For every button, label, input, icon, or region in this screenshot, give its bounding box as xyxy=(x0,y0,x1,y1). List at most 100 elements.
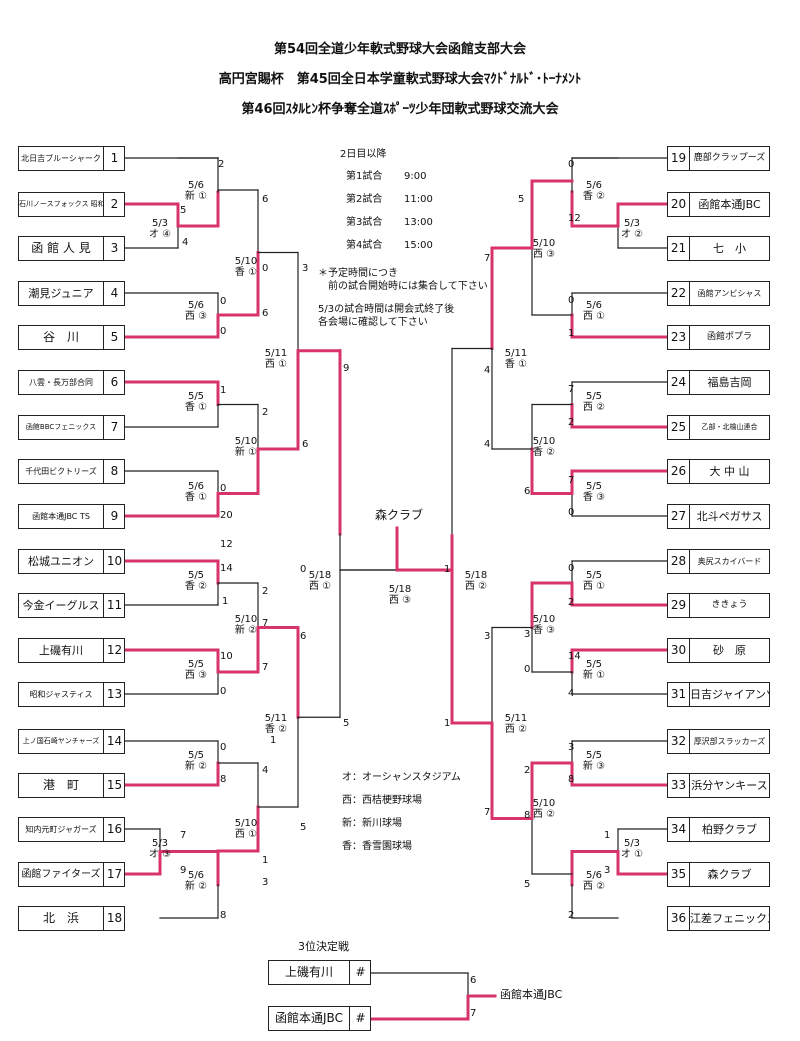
score-36: 12 xyxy=(220,539,233,550)
match-venue-21: 西 ① xyxy=(582,311,606,322)
score-22: 6 xyxy=(300,631,307,642)
right-team-number-34: 34 xyxy=(668,818,690,841)
schedule-row-4-time: 15:00 xyxy=(404,240,433,251)
note-line-4: 各会場に確認して下さい xyxy=(318,317,428,328)
score-43: 4 xyxy=(484,365,491,376)
score-15: 20 xyxy=(220,510,233,521)
third-place-winner: 函館本通JBC xyxy=(500,988,563,1001)
match-date-33: 5/3 xyxy=(623,838,641,849)
match-date-10: 5/5 xyxy=(187,570,205,581)
match-venue-9: 西 ① xyxy=(308,581,332,592)
match-date-9: 5/18 xyxy=(308,570,332,581)
score-65: 1 xyxy=(444,718,451,729)
match-venue-13: 香 ② xyxy=(264,724,288,735)
score-17: 1 xyxy=(222,596,229,607)
match-date-11: 5/10 xyxy=(234,614,258,625)
match-venue-30: 西 ② xyxy=(504,724,528,735)
score-49: 0 xyxy=(568,507,575,518)
match-venue-17: 新 ② xyxy=(184,881,208,892)
right-team-number-26: 26 xyxy=(668,460,690,483)
right-team-name-20: 函館本通JBC xyxy=(698,198,761,211)
score-26: 8 xyxy=(220,774,227,785)
right-team-number-33: 33 xyxy=(668,774,690,797)
note-line-3: 5/3の試合時間は開会式終了後 xyxy=(318,304,455,315)
left-team-number-1: 1 xyxy=(103,147,125,170)
left-team-name-15: 港 町 xyxy=(42,778,79,792)
schedule-row-3-time: 13:00 xyxy=(404,217,433,228)
score-41: 7 xyxy=(484,253,491,264)
score-64: 2 xyxy=(568,910,575,921)
match-date-35: 5/18 xyxy=(388,584,412,595)
score-34: 7 xyxy=(262,618,269,629)
schedule-heading: 2日目以降 xyxy=(340,149,387,160)
match-venue-1: 新 ① xyxy=(184,191,208,202)
right-team-name-24: 福島吉岡 xyxy=(707,376,752,389)
score-5: 0 xyxy=(262,263,269,274)
score-46: 2 xyxy=(568,417,575,428)
match-date-25: 5/5 xyxy=(585,481,603,492)
third-place-score-2: 7 xyxy=(470,1008,477,1019)
right-team-name-22: 函館アンビシャス xyxy=(697,289,762,298)
third-place-team-2-name: 函館本通JBC xyxy=(275,1011,343,1025)
match-date-2: 5/3 xyxy=(151,218,169,229)
score-51: 0 xyxy=(568,563,575,574)
match-date-6: 5/5 xyxy=(187,391,205,402)
score-10: 0 xyxy=(220,326,227,337)
left-team-name-8: 千代田ビクトリーズ xyxy=(25,467,97,476)
score-48: 6 xyxy=(524,486,531,497)
left-team-number-2: 2 xyxy=(103,193,125,216)
score-57: 3 xyxy=(568,742,575,753)
score-16: 14 xyxy=(220,563,233,574)
right-team-number-24: 24 xyxy=(668,371,690,394)
score-12: 1 xyxy=(220,385,227,396)
match-date-31: 5/5 xyxy=(585,750,603,761)
match-venue-4: 西 ③ xyxy=(184,311,208,322)
score-20: 7 xyxy=(262,662,269,673)
venue-legend-2: 西：西桔梗野球場 xyxy=(342,795,422,806)
score-38: 12 xyxy=(568,213,581,224)
third-place-team-1: 上磯有川 # xyxy=(268,960,371,985)
third-place-title: 3位決定戦 xyxy=(298,940,349,953)
score-50: 1 xyxy=(444,564,451,575)
right-team-number-35: 35 xyxy=(668,863,690,886)
score-58: 2 xyxy=(524,765,531,776)
match-date-15: 5/3 xyxy=(151,838,169,849)
score-27: 7 xyxy=(180,830,187,841)
right-team-number-25: 25 xyxy=(668,416,690,439)
match-venue-14: 新 ② xyxy=(184,761,208,772)
score-59: 8 xyxy=(568,774,575,785)
right-team-number-22: 22 xyxy=(668,282,690,305)
match-venue-32: 西 ② xyxy=(532,809,556,820)
score-37: 5 xyxy=(518,194,525,205)
score-3: 4 xyxy=(182,237,189,248)
match-venue-15: オ ③ xyxy=(148,849,172,860)
third-place-team-2-mark: # xyxy=(349,1007,371,1030)
match-venue-3: 香 ① xyxy=(234,267,258,278)
schedule-row-4-label: 第4試合 xyxy=(346,240,383,251)
right-team-number-28: 28 xyxy=(668,550,690,573)
match-date-12: 5/5 xyxy=(187,659,205,670)
right-team-name-23: 函館ポプラ xyxy=(706,332,752,342)
match-date-5: 5/11 xyxy=(264,348,288,359)
left-team-box-2: 石川ノースフォックス 昭和レンジャーズ連合2 xyxy=(18,192,125,217)
